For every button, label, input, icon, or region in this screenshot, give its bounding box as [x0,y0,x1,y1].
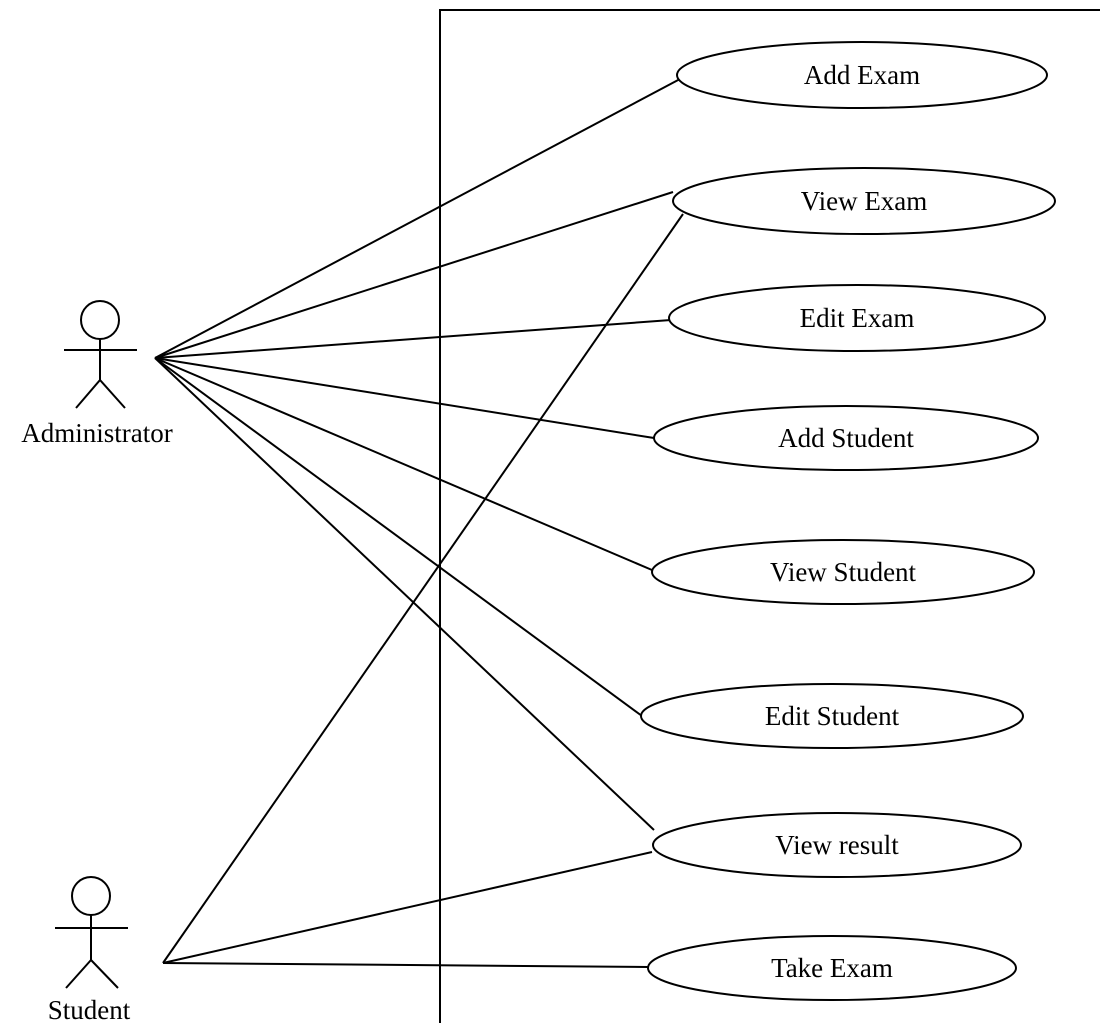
use-case-label: Take Exam [771,953,893,983]
actor-student: Student [48,876,131,1023]
association-administrator-view-exam [154,191,674,359]
use-case-label: Edit Exam [800,303,915,333]
use-case-label: Add Exam [804,60,920,90]
association-student-view-result [162,851,653,964]
association-administrator-add-exam [154,78,681,359]
use-case-label: View result [775,830,899,860]
use-case-label: View Exam [801,186,928,216]
use-case-add-student: Add Student [653,405,1039,471]
use-case-label: Add Student [778,423,914,453]
use-case-label: Edit Student [765,701,900,731]
use-case-add-exam: Add Exam [676,41,1048,109]
use-case-edit-exam: Edit Exam [668,284,1046,352]
use-case-view-exam: View Exam [672,167,1056,235]
association-student-view-exam [162,213,684,964]
associations [154,78,684,968]
actor-label: Student [48,995,131,1023]
use-case-label: View Student [770,557,917,587]
use-case-view-result: View result [652,812,1022,878]
actor-administrator: Administrator [21,300,173,448]
actor-stick-figure-icon [64,300,137,409]
association-administrator-view-result [154,357,655,831]
association-student-take-exam [162,962,649,968]
association-administrator-edit-student [154,357,643,717]
system-boundary [439,9,1100,1023]
actor-stick-figure-icon [55,876,128,989]
association-administrator-add-student [154,357,655,439]
use-case-view-student: View Student [651,539,1035,605]
association-administrator-view-student [154,357,653,571]
actor-label: Administrator [21,418,172,448]
use-case-edit-student: Edit Student [640,683,1024,749]
use-case-take-exam: Take Exam [647,935,1017,1001]
association-administrator-edit-exam [154,319,672,359]
